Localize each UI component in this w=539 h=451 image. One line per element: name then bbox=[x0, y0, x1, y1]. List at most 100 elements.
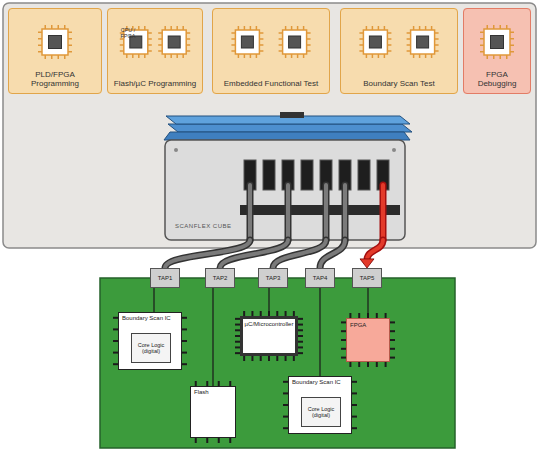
connector bbox=[360, 240, 383, 268]
tile-fill bbox=[212, 8, 330, 94]
chip-pin bbox=[58, 25, 60, 29]
chip-pin bbox=[506, 25, 508, 29]
chip-pin bbox=[307, 38, 311, 40]
node-text: Boundary Scan IC bbox=[292, 379, 348, 386]
chip-pin bbox=[251, 356, 253, 361]
cable-plug bbox=[380, 185, 387, 240]
connector bbox=[368, 288, 369, 318]
label-text: CPU / FPGA bbox=[113, 27, 143, 40]
trace-line bbox=[367, 288, 368, 318]
chip-icon bbox=[42, 29, 68, 55]
chip-pin bbox=[285, 356, 287, 361]
chip-pin bbox=[206, 438, 208, 443]
chip-pin bbox=[387, 38, 391, 40]
cable-outline bbox=[367, 240, 383, 260]
chip-pin bbox=[186, 44, 190, 46]
trace-line bbox=[268, 288, 269, 316]
chip-pin bbox=[51, 25, 53, 29]
chip-pin bbox=[298, 341, 303, 343]
chip-pin bbox=[285, 54, 287, 58]
cable-plug bbox=[323, 185, 330, 240]
tile-fill bbox=[463, 8, 531, 94]
chip-pin bbox=[38, 32, 42, 34]
chip-pin bbox=[435, 32, 439, 34]
service-tile-highlighted: FPGA Debugging bbox=[463, 8, 531, 94]
cable-plug bbox=[248, 185, 252, 240]
chip-pin bbox=[480, 32, 484, 34]
cable-plug bbox=[342, 185, 349, 240]
chip-pin bbox=[407, 50, 411, 52]
chip-pin bbox=[126, 54, 128, 58]
chip-pin bbox=[120, 44, 124, 46]
service-tile: Flash/µC Programming bbox=[107, 8, 203, 94]
node-text: µC/Microcontroller bbox=[245, 321, 294, 328]
chip-pin bbox=[279, 44, 283, 46]
chip-pin bbox=[419, 26, 421, 30]
chip-pin bbox=[148, 44, 152, 46]
chip-pin bbox=[68, 45, 72, 47]
chip-pin bbox=[182, 328, 187, 330]
chip-pin bbox=[195, 438, 197, 443]
chip-pin bbox=[231, 44, 235, 46]
chip-pin bbox=[303, 26, 305, 30]
chip-pin bbox=[298, 318, 303, 320]
chip-pin bbox=[431, 26, 433, 30]
chip-pin bbox=[297, 26, 299, 30]
chip-pin bbox=[298, 335, 303, 337]
chip-pin bbox=[176, 54, 178, 58]
chip-core-icon bbox=[491, 36, 504, 49]
chip-core-icon bbox=[49, 36, 62, 49]
chip-pin bbox=[378, 54, 380, 58]
chip-pin bbox=[182, 340, 187, 342]
chip-pin bbox=[148, 50, 152, 52]
chip-pin bbox=[298, 329, 303, 331]
tap-connector: TAP3 bbox=[258, 268, 288, 288]
chip-pin bbox=[487, 25, 489, 29]
chip-pin bbox=[366, 54, 368, 58]
chip-pin bbox=[500, 55, 502, 59]
connector bbox=[320, 240, 345, 268]
chip-pin bbox=[132, 54, 134, 58]
node-text: TAP4 bbox=[313, 275, 328, 282]
chip-icon bbox=[162, 30, 186, 54]
chip-pin bbox=[352, 404, 357, 406]
chip-pin bbox=[38, 38, 42, 40]
chip-pin bbox=[376, 362, 378, 367]
chip-pin bbox=[493, 55, 495, 59]
chip-pin bbox=[259, 44, 263, 46]
chip-pin bbox=[390, 330, 395, 332]
trace-line bbox=[319, 288, 320, 376]
chip-pin bbox=[244, 26, 246, 30]
chip-pin bbox=[276, 356, 278, 361]
connector bbox=[269, 288, 270, 316]
chip-pin bbox=[298, 324, 303, 326]
chip-pin bbox=[182, 363, 187, 365]
connector bbox=[213, 288, 214, 386]
chip-pin bbox=[510, 51, 514, 53]
device-box: SCANFLEX CUBE bbox=[165, 140, 405, 240]
chip-core-icon bbox=[369, 36, 381, 48]
node-text: FPGA Debugging bbox=[467, 70, 527, 88]
cable-core bbox=[367, 240, 383, 260]
chip-pin bbox=[510, 32, 514, 34]
chip-pin bbox=[413, 54, 415, 58]
tap-connector: TAP1 bbox=[150, 268, 180, 288]
chip-pin bbox=[64, 25, 66, 29]
chip-icon bbox=[484, 29, 510, 55]
node-text: TAP3 bbox=[266, 275, 281, 282]
chip-pin bbox=[268, 356, 270, 361]
cable-plug bbox=[381, 185, 385, 240]
chip-pin bbox=[64, 55, 66, 59]
chip-pin bbox=[120, 50, 124, 52]
core-logic-box: Core Logic (digital) bbox=[131, 333, 171, 363]
chip-pin bbox=[435, 44, 439, 46]
chip-pin bbox=[407, 38, 411, 40]
chip-pin bbox=[250, 54, 252, 58]
chip-pin bbox=[431, 54, 433, 58]
chip-pin bbox=[279, 38, 283, 40]
chip-pin bbox=[259, 50, 263, 52]
chip-pin bbox=[182, 317, 187, 319]
trace-line bbox=[153, 288, 154, 312]
